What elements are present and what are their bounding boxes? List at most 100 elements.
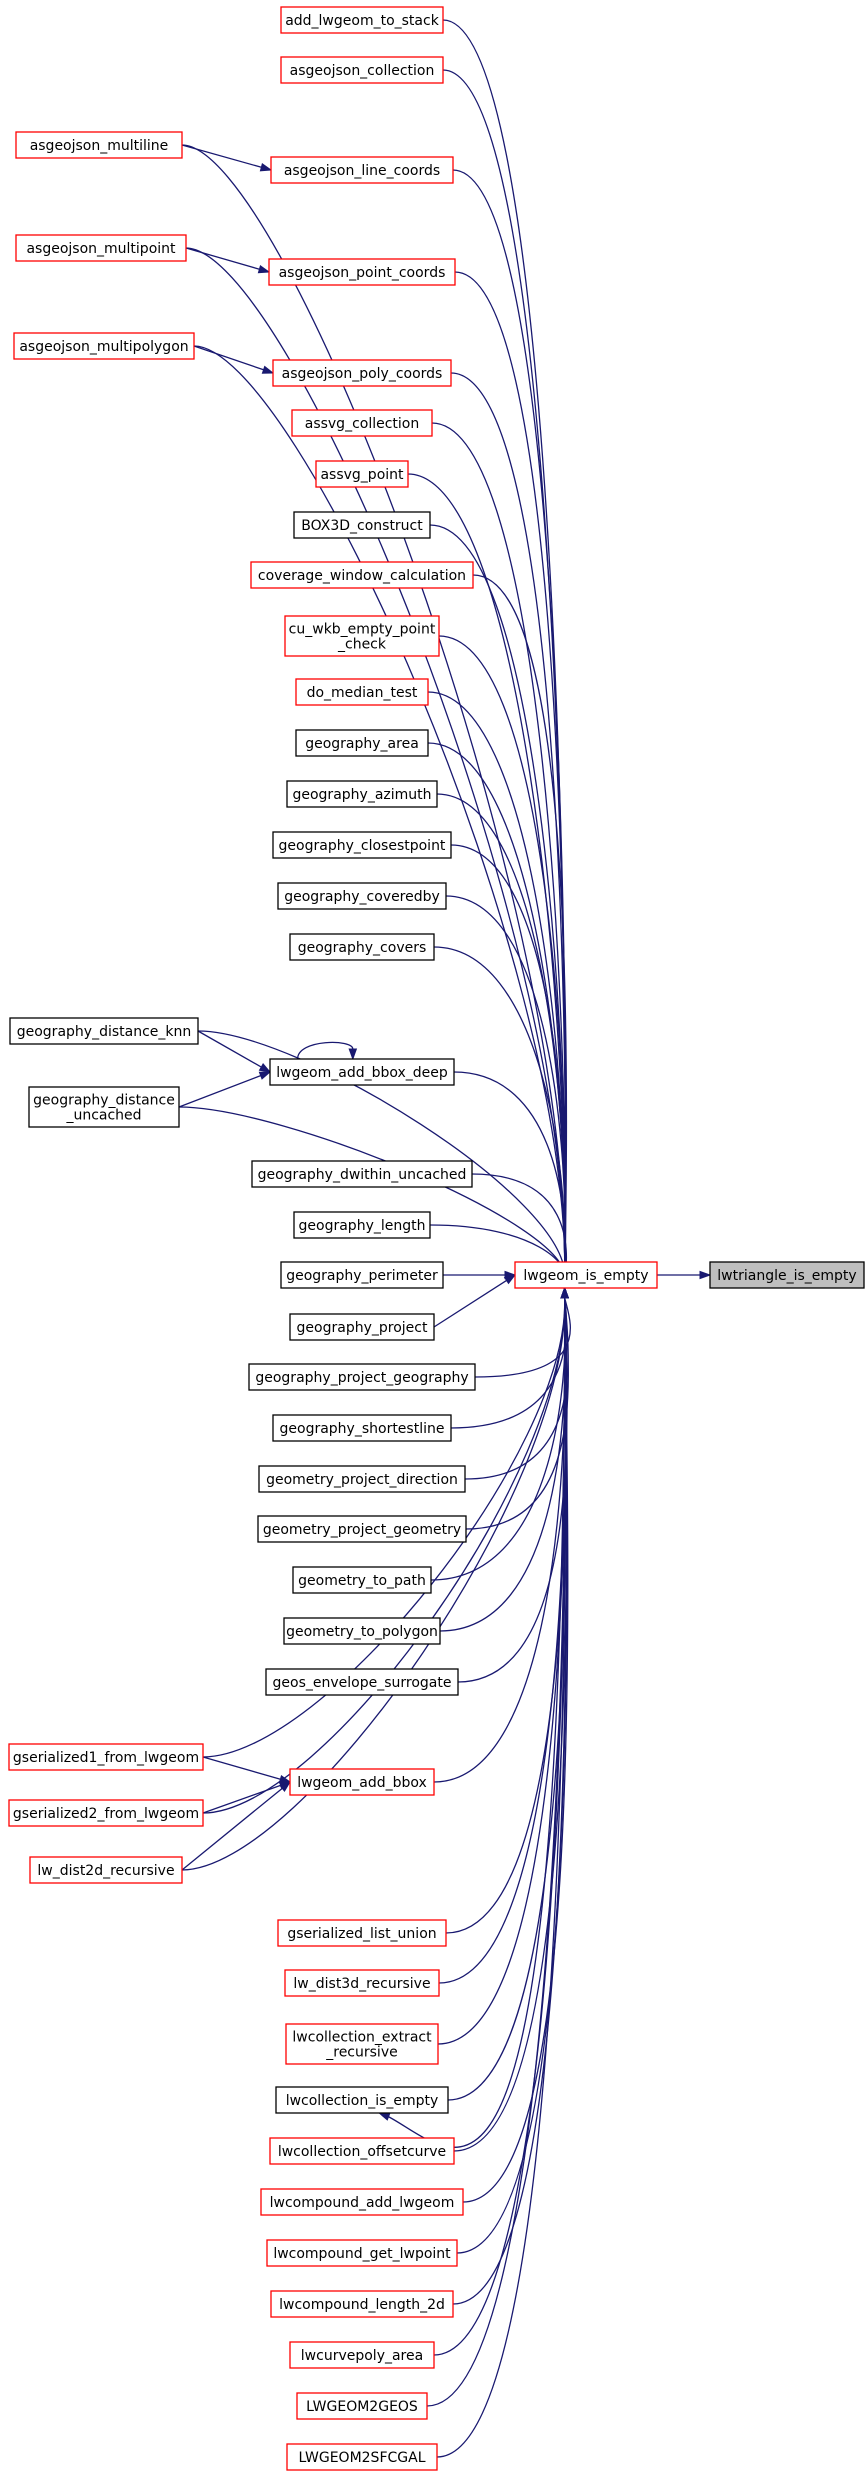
node-lwcompound-add-lwgeom[interactable]: lwcompound_add_lwgeom [260,2188,464,2216]
node-geography-project-geography[interactable]: geography_project_geography [248,1363,476,1391]
node-lwtriangle-is-empty[interactable]: lwtriangle_is_empty [709,1261,865,1289]
node-lwcompound-length-2d[interactable]: lwcompound_length_2d [270,2290,454,2318]
node-coverage-window-calculation[interactable]: coverage_window_calculation [250,561,474,589]
edge-lwgeom_is_empty-to-lwtriangle_is_empty [657,1270,712,1280]
edge-lwgeom_is_empty-to-lwcollection_is_empty [377,1287,566,2148]
node-geometry-project-geometry[interactable]: geometry_project_geometry [257,1515,467,1543]
node-assvg-point[interactable]: assvg_point [315,460,409,488]
edge-arrowhead [699,1270,712,1280]
node-geography-coveredby[interactable]: geography_coveredby [277,882,447,910]
node-geography-length[interactable]: geography_length [293,1211,431,1239]
edge-line [181,144,566,1279]
node-geometry-project-direction[interactable]: geometry_project_direction [258,1465,466,1493]
node-label: _recursive [325,2045,397,2061]
edge-line [185,247,566,1279]
node-box [265,1668,459,1696]
node-label: geos_envelope_surrogate [273,1675,452,1691]
node-do-median-test[interactable]: do_median_test [295,678,429,706]
node-geometry-to-path[interactable]: geometry_to_path [292,1566,432,1594]
node-geography-closestpoint[interactable]: geography_closestpoint [272,831,452,859]
node-label: asgeojson_multiline [30,138,169,154]
node-label: geography_distance_knn [17,1024,192,1040]
node-box [295,678,429,706]
edge-line [296,1041,354,1060]
node-box [269,1058,455,1086]
node-label: lwcompound_add_lwgeom [270,2195,455,2211]
node-asgeojson-line-coords[interactable]: asgeojson_line_coords [270,156,454,184]
node-asgeojson-multiline[interactable]: asgeojson_multiline [15,131,183,159]
node-asgeojson-multipoint[interactable]: asgeojson_multipoint [15,234,187,262]
node-lwgeom-is-empty[interactable]: lwgeom_is_empty [514,1261,658,1289]
node-lwcollection-is-empty[interactable]: lwcollection_is_empty [275,2086,449,2114]
node-asgeojson-poly-coords[interactable]: asgeojson_poly_coords [272,359,452,387]
edge-asgeojson_multipoint-to-asgeojson_point_coords [185,247,271,274]
node-box [29,1856,183,1884]
node-geography-project[interactable]: geography_project [289,1313,435,1341]
node-box [289,1768,435,1796]
node-cu-wkb-empty-point-check[interactable]: cu_wkb_empty_point_check [284,615,440,657]
edge-line [426,1297,566,2407]
node-box3d-construct[interactable]: BOX3D_construct [293,511,431,539]
node-lwgeom-add-bbox-deep[interactable]: lwgeom_add_bbox_deep [269,1058,455,1086]
node-geos-envelope-surrogate[interactable]: geos_envelope_surrogate [265,1668,459,1696]
node-asgeojson-point-coords[interactable]: asgeojson_point_coords [268,258,456,286]
node-label: geometry_project_geometry [263,1522,461,1538]
node-geography-covers[interactable]: geography_covers [289,933,435,961]
edge-arrowhead [258,1071,272,1080]
node-label: asgeojson_point_coords [279,265,446,281]
edge-lwgeom_add_bbox_deep-to-lwgeom_add_bbox_deep [296,1041,358,1061]
edge-gserialized1_from_lwgeom-to-lwgeom_add_bbox [202,1756,292,1784]
node-asgeojson-collection[interactable]: asgeojson_collection [280,56,444,84]
edge-line [450,372,567,1279]
edge-line [445,895,567,1279]
node-gserialized1-from-lwgeom[interactable]: gserialized1_from_lwgeom [8,1743,204,1771]
edge-line [407,473,566,1279]
edge-asgeojson_line_coords-to-lwgeom_is_empty [452,169,570,1290]
node-geometry-to-polygon[interactable]: geometry_to_polygon [283,1617,441,1645]
node-geography-perimeter[interactable]: geography_perimeter [280,1261,444,1289]
node-lwgeom2sfcgal[interactable]: LWGEOM2SFCGAL [286,2443,438,2471]
node-lwcurvepoly-area[interactable]: lwcurvepoly_area [289,2341,435,2369]
node-box [275,2086,449,2114]
node-geography-dwithin-uncached[interactable]: geography_dwithin_uncached [251,1160,473,1188]
edge-geography_shortestline-to-lwgeom_is_empty [450,1286,570,1429]
node-geography-distance-uncached[interactable]: geography_distance_uncached [28,1086,180,1128]
node-add-lwgeom-to-stack[interactable]: add_lwgeom_to_stack [280,6,444,34]
node-box [284,1969,440,1997]
node-box [272,359,452,387]
edge-line [447,1297,567,2101]
node-box [28,1086,180,1128]
node-box [296,2392,428,2420]
node-label: assvg_point [320,467,404,483]
edge-line [454,271,567,1279]
node-lwcollection-extract-recursive[interactable]: lwcollection_extract_recursive [285,2023,439,2065]
node-label: assvg_collection [305,416,420,432]
node-lwgeom-add-bbox[interactable]: lwgeom_add_bbox [289,1768,435,1796]
edge-line [178,1106,566,1279]
node-lwcollection-offsetcurve[interactable]: lwcollection_offsetcurve [269,2137,455,2165]
node-geography-area[interactable]: geography_area [295,729,429,757]
node-label: geography_area [305,736,419,752]
node-lwcompound-get-lwpoint[interactable]: lwcompound_get_lwpoint [266,2239,458,2267]
node-label: geography_azimuth [292,787,431,803]
node-geography-shortestline[interactable]: geography_shortestline [272,1414,452,1442]
edge-asgeojson_poly_coords-to-lwgeom_is_empty [450,372,570,1290]
node-assvg-collection[interactable]: assvg_collection [291,409,433,437]
node-asgeojson-multipolygon[interactable]: asgeojson_multipolygon [13,332,195,360]
node-lw-dist3d-recursive[interactable]: lw_dist3d_recursive [284,1969,440,1997]
node-gserialized2-from-lwgeom[interactable]: gserialized2_from_lwgeom [8,1799,204,1827]
node-lw-dist2d-recursive[interactable]: lw_dist2d_recursive [29,1856,183,1884]
edge-line [433,1279,507,1328]
node-geography-azimuth[interactable]: geography_azimuth [286,780,438,808]
node-box [289,1313,435,1341]
node-box [286,780,438,808]
node-geography-distance-knn[interactable]: geography_distance_knn [9,1017,199,1045]
node-label: lwcompound_length_2d [279,2297,445,2313]
node-gserialized-list-union[interactable]: gserialized_list_union [277,1919,447,1947]
node-label: geometry_to_polygon [286,1624,438,1640]
node-box [269,2137,455,2165]
node-box [258,1465,466,1493]
node-lwgeom2geos[interactable]: LWGEOM2GEOS [296,2392,428,2420]
edge-cu_wkb_empty_point_check-to-lwgeom_is_empty [438,635,570,1290]
node-label: geography_perimeter [286,1268,438,1284]
